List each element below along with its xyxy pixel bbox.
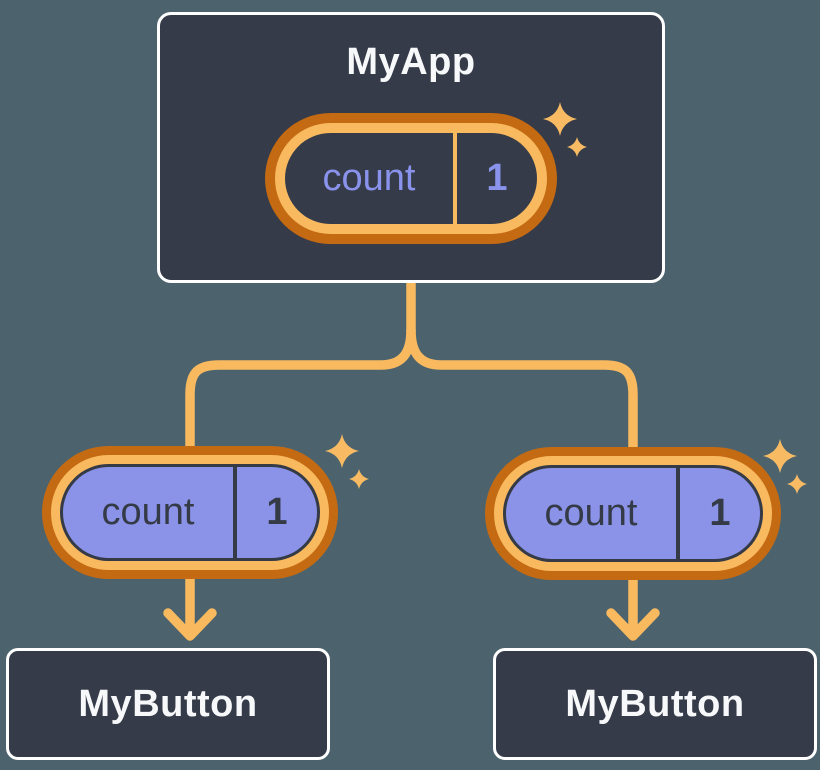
- prop-value-label: 1: [709, 492, 731, 534]
- mybutton-node-left: MyButton: [6, 648, 330, 760]
- sparkle-icon: [543, 102, 587, 157]
- connector-right-branch: [406, 325, 638, 637]
- prop-pill-left: count 1: [63, 467, 317, 558]
- state-key-label: count: [322, 157, 416, 199]
- arrowhead-right-icon: [606, 608, 660, 641]
- prop-value-label: 1: [266, 491, 288, 533]
- prop-key-label: count: [544, 492, 638, 534]
- arrowhead-left-icon: [163, 608, 217, 641]
- mybutton-title: MyButton: [78, 682, 258, 725]
- pill-divider: [233, 467, 237, 558]
- state-value-label: 1: [486, 157, 508, 199]
- mybutton-title: MyButton: [565, 682, 745, 725]
- sparkle-icon: [763, 439, 807, 494]
- pill-divider: [676, 468, 680, 559]
- sparkle-icon: [325, 434, 369, 489]
- myapp-title: MyApp: [346, 41, 476, 83]
- mybutton-node-right: MyButton: [493, 648, 817, 760]
- prop-key-label: count: [101, 491, 195, 533]
- connector-stem-left-branch: [185, 279, 416, 637]
- pill-divider: [453, 133, 457, 224]
- prop-pill-right: count 1: [506, 468, 760, 559]
- state-pill-myapp: count 1: [285, 133, 537, 224]
